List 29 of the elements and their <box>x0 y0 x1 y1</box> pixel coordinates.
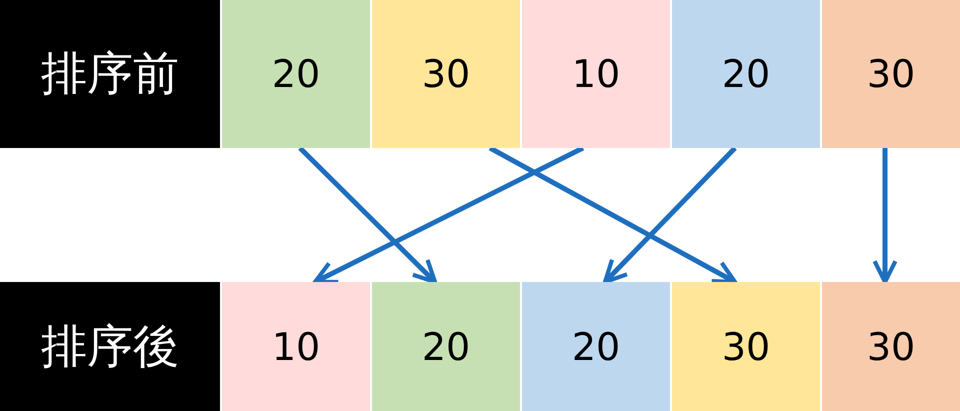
value-label: 30 <box>866 52 916 96</box>
arrow <box>488 146 738 284</box>
value-label: 10 <box>272 324 320 368</box>
value-label: 20 <box>722 52 770 96</box>
value-box <box>222 282 370 411</box>
row-header-box <box>0 282 220 411</box>
value-box <box>222 0 370 148</box>
value-label: 30 <box>722 324 770 368</box>
arrow <box>602 146 737 284</box>
value-label: 20 <box>272 52 320 96</box>
value-box <box>822 0 960 148</box>
value-box <box>672 282 820 411</box>
value-box <box>522 0 670 148</box>
row-header-box <box>0 0 220 148</box>
value-box <box>672 0 820 148</box>
value-label: 30 <box>422 52 470 96</box>
row-header: 排序後 <box>41 318 179 374</box>
arrow <box>298 146 438 284</box>
value-label: 30 <box>866 324 916 368</box>
arrow <box>312 146 584 284</box>
row-header: 排序前 <box>41 45 179 102</box>
value-box <box>372 282 520 411</box>
arrow <box>872 148 898 284</box>
value-box <box>822 282 960 411</box>
value-label: 10 <box>572 52 620 96</box>
value-label: 20 <box>422 324 470 368</box>
value-box <box>522 282 670 411</box>
value-label: 20 <box>572 324 620 368</box>
value-box <box>372 0 520 148</box>
